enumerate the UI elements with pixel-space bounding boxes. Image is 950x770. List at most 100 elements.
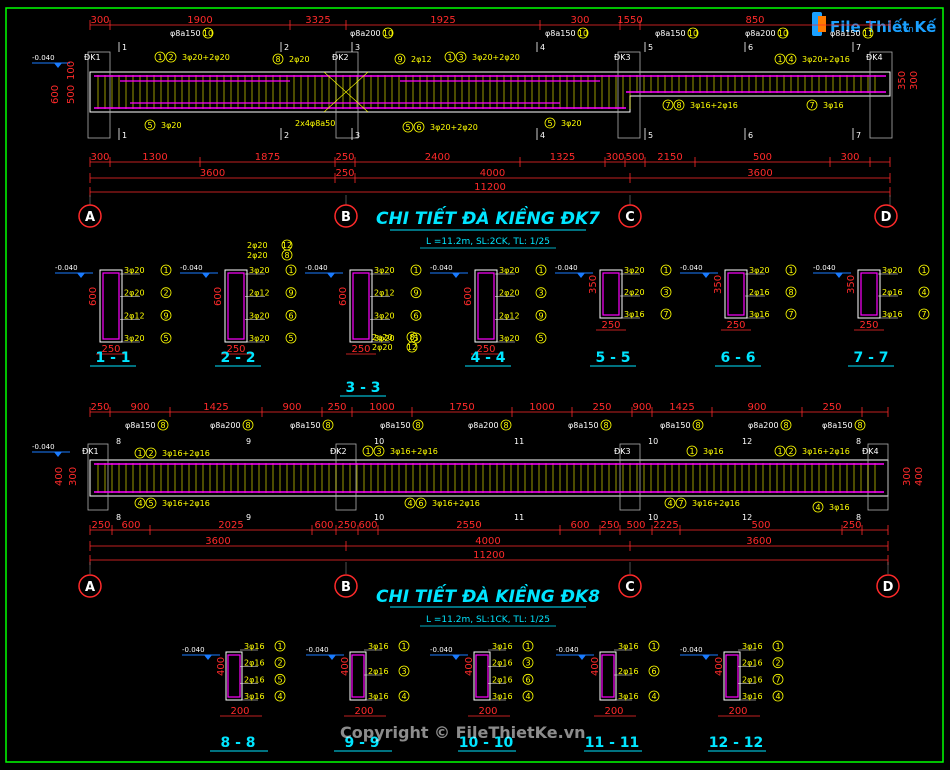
bar-number: 5 [147,121,152,130]
bar-spec: 3φ20 [124,334,145,343]
section-mark-bottom: 3 [355,131,360,140]
bar-number: 3 [525,659,530,668]
bar-spec: 2φ12 [249,289,270,298]
support-label: ĐK4 [866,53,883,62]
bar-callout: 2x4φ8a50 [295,119,335,128]
span-dim-text: 3600 [200,168,225,179]
bar-number-circle [522,690,534,702]
bar-number-circle [772,640,784,652]
axis-bubble [334,574,358,598]
bar-spec: 3φ20 [882,266,903,275]
axis-bubble [876,574,900,598]
bar-number: 7 [775,675,780,684]
bar-number: 8 [788,288,793,297]
section-mark-top: 8 [856,437,861,446]
section-mark-bottom: 8 [856,513,861,522]
beam-subtitle: L =11.2m, SL:1CK, TL: 1/25 [426,615,550,625]
section-mark-top: 9 [246,437,251,446]
bar-number: 4 [525,692,530,701]
stirrup-spec: φ8a150 [290,421,321,430]
section-mark-top: 7 [856,43,861,52]
bar-spec: 3φ16 [368,692,389,701]
section-height: 600 [463,287,474,306]
height-label: 100 [66,61,77,80]
bar-number-circle [398,640,410,652]
bar-number-circle [648,665,660,677]
bar-spec: 2φ20 [247,251,268,260]
bar-number-circle [242,419,254,431]
bar-callout: 2φ12 [411,55,432,64]
beam-subtitle: L =11.2m, SL:2CK, TL: 1/25 [426,237,550,247]
section-mark-bottom: 5 [648,131,653,140]
section-outline [857,269,881,319]
bar-number-circle [522,640,534,652]
bar-callout: 3φ16 [703,447,724,456]
bar-number: 2 [168,53,173,62]
section-mark-bottom: 12 [742,513,752,522]
section-mark-top: 10 [648,437,658,446]
top-dim-text: 900 [632,402,651,413]
section-mark-bottom: 10 [648,513,658,522]
bar-spec: 2φ16 [244,675,265,684]
elevation-arrow [202,273,210,278]
top-dim-text: 900 [747,402,766,413]
bar-number: 8 [245,421,250,430]
section-outline [723,651,741,701]
bar-number-circle [410,332,422,344]
bar-number-circle [285,264,297,276]
elevation-arrow [328,655,336,660]
bar-number-circle [577,27,589,39]
axis-label: A [85,210,95,225]
axis-bubble [78,204,102,228]
height-label: 500 [66,85,77,104]
bar-number-circle [918,286,930,298]
bar-number-circle [806,99,818,111]
bar-spec: 3φ20 [249,334,270,343]
section-stirrup [351,654,365,698]
bar-number-circle [660,286,672,298]
elevation-arrow [327,273,335,278]
top-dim-text: 1000 [529,402,554,413]
bar-spec: 2φ20 [372,333,393,342]
bar-number-circle [692,419,704,431]
bar-callout: 3φ16 [829,503,850,512]
bar-spec: 3φ16 [244,642,265,651]
section-height: 600 [338,287,349,306]
bar-number-circle [862,27,874,39]
bar-number: 9 [288,289,293,298]
height-label: 400 [54,467,65,486]
bar-number-circle [785,53,797,65]
height-label: 600 [50,85,61,104]
section-height: 600 [213,287,224,306]
bar-number: 3 [538,289,543,298]
bar-number: 5 [288,334,293,343]
watermark: Copyright © FileThietKe.vn [340,723,586,742]
elevation-arrow [835,273,843,278]
elevation-arrow [54,452,62,457]
section-width: 250 [859,320,878,331]
section-mark-top: 5 [648,43,653,52]
brand-logo[interactable]: File Thiết Kế .vn [812,12,937,36]
span-dim-text: 250 [335,168,354,179]
elevation-label: -0.040 [430,264,453,272]
bar-number: 4 [815,503,820,512]
section-height: 400 [464,657,475,676]
axis-label: B [341,580,351,595]
bar-number: 12 [282,241,292,250]
bar-number: 1 [651,642,656,651]
bar-number: 4 [775,692,780,701]
section-width: 250 [601,320,620,331]
bar-spec: 3φ20 [749,266,770,275]
section-name: 12 - 12 [709,735,764,751]
bar-spec: 3φ16 [618,692,639,701]
bar-number: 1 [137,449,142,458]
bar-number: 1 [288,266,293,275]
brand-logo-suffix: .vn [900,25,914,35]
bar-spec: 2φ16 [749,288,770,297]
top-dim-text: 900 [282,402,301,413]
section-outline [99,269,123,343]
